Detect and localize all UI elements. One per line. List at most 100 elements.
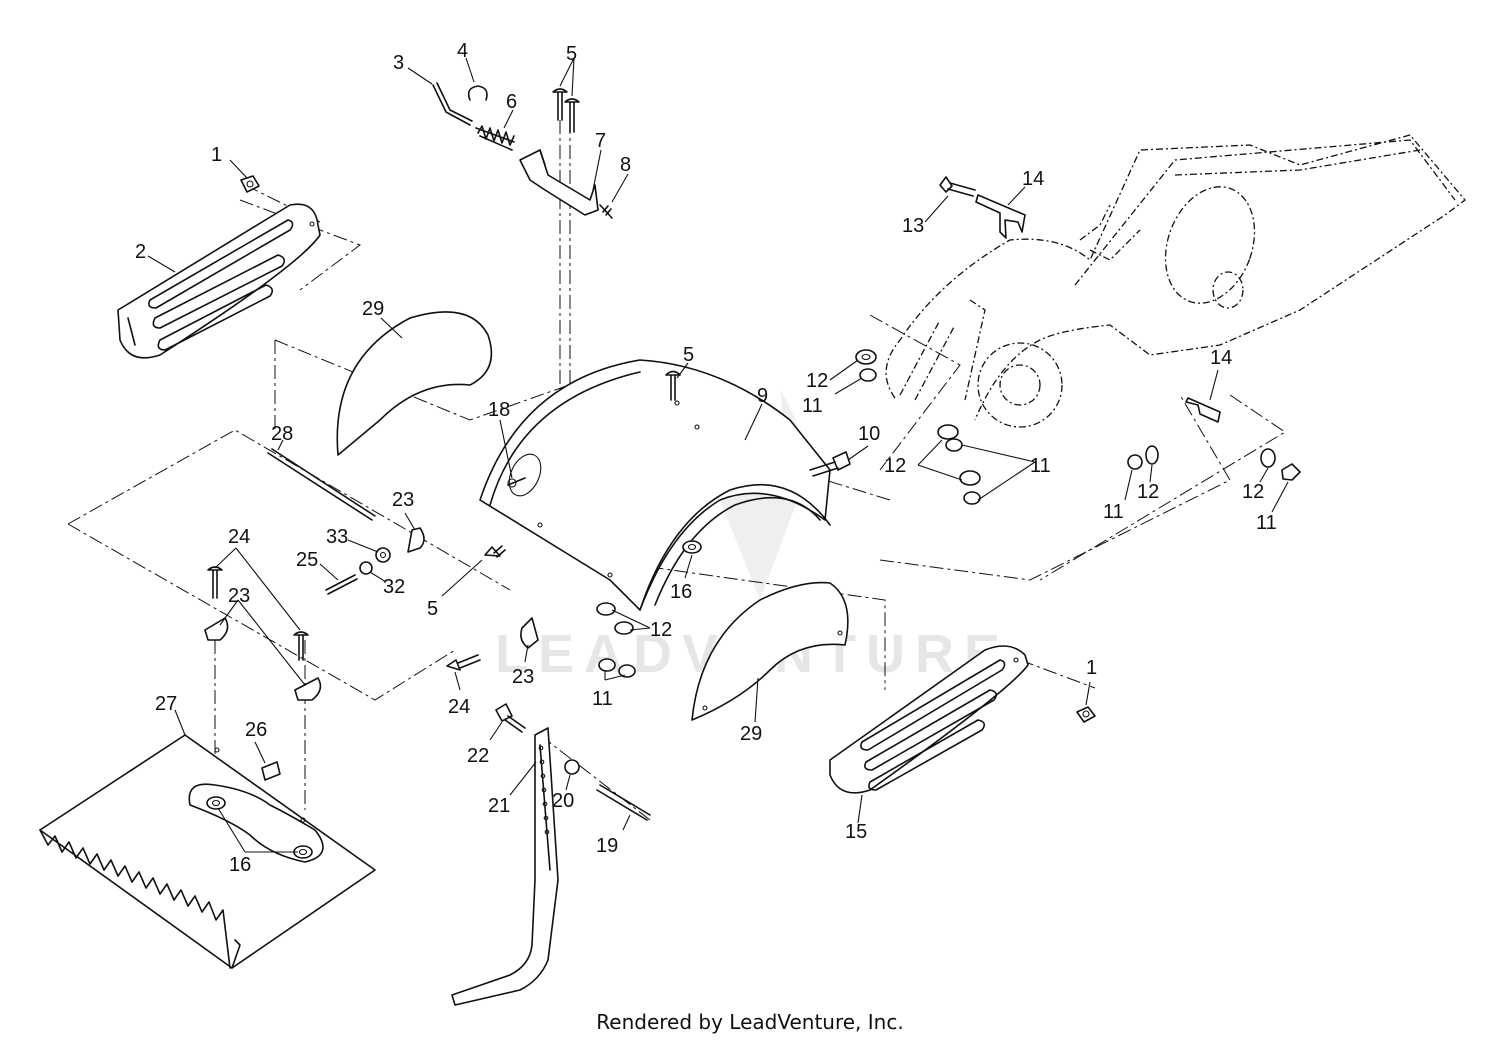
callout-8: 8 [620, 154, 631, 176]
nut-11-upper [859, 368, 877, 382]
rendered-by-footer: Rendered by LeadVenture, Inc. [596, 1010, 904, 1034]
callout-24: 24 [448, 696, 470, 718]
callout-12: 12 [806, 370, 828, 392]
callout-12: 12 [1137, 481, 1159, 503]
callout-20: 20 [552, 790, 574, 812]
callout-16: 16 [670, 581, 692, 603]
latch-spring [475, 125, 515, 151]
callout-14: 14 [1022, 168, 1044, 190]
callout-7: 7 [595, 130, 606, 152]
callouts: 1 1 2 3 4 5 5 5 6 7 8 9 10 11 11 11 11 1… [135, 40, 1277, 876]
callout-6: 6 [506, 91, 517, 113]
clamp-23-left-b [294, 677, 322, 701]
hex-nut-right [1076, 706, 1096, 723]
callout-24: 24 [228, 526, 250, 548]
nut-11-far-b [1281, 463, 1301, 481]
washer-12-far-b [1260, 448, 1276, 468]
bolt-13 [939, 176, 976, 197]
hood-latch-bolt [507, 477, 526, 488]
callout-10: 10 [858, 423, 880, 445]
clamp-23-left-a [204, 617, 229, 641]
callout-29: 29 [740, 723, 762, 745]
callout-5: 5 [566, 43, 577, 65]
callout-23: 23 [392, 489, 414, 511]
washer-12-mid-a [937, 424, 959, 440]
bushing-16-left-a [206, 796, 226, 810]
nut-20 [564, 759, 580, 775]
callout-14: 14 [1210, 347, 1232, 369]
callout-27: 27 [155, 693, 177, 715]
callout-2: 2 [135, 241, 146, 263]
washer-12-center-a [596, 602, 616, 616]
pin-25 [325, 574, 358, 595]
callout-21: 21 [488, 795, 510, 817]
left-side-shield [336, 311, 493, 456]
label-26 [261, 761, 281, 781]
callout-16: 16 [229, 854, 251, 876]
bracket-14-upper [975, 194, 1026, 239]
screw-small [599, 204, 613, 219]
depth-rod [267, 448, 376, 521]
right-footrest-plate [829, 645, 1029, 794]
callout-11: 11 [1103, 501, 1124, 523]
callout-1: 1 [1086, 657, 1097, 679]
callout-11: 11 [1030, 455, 1051, 477]
carriage-bolt-top-2 [564, 98, 580, 133]
tine-hood [479, 359, 831, 611]
callout-29: 29 [362, 298, 384, 320]
pin-19 [596, 784, 651, 821]
washer-12-center-b [614, 621, 634, 635]
nut-11-mid-a [945, 438, 963, 452]
callout-12: 12 [884, 455, 906, 477]
callout-13: 13 [902, 215, 924, 237]
washer-12-far-a [1145, 445, 1159, 465]
callout-4: 4 [457, 40, 468, 62]
callout-11: 11 [1256, 512, 1277, 534]
hex-bolt-10 [809, 451, 851, 477]
callout-3: 3 [393, 52, 404, 74]
callout-25: 25 [296, 549, 318, 571]
nut-32 [359, 561, 373, 575]
callout-1: 1 [211, 144, 222, 166]
callout-11: 11 [802, 395, 823, 417]
callout-19: 19 [596, 835, 618, 857]
tiller-transmission-phantom [885, 134, 1466, 428]
left-footrest-plate [117, 203, 321, 359]
nut-11-center-a [598, 658, 616, 672]
nut-11-mid-b [963, 491, 981, 505]
washer-12-upper [855, 349, 877, 365]
carriage-bolt-24-b [293, 631, 309, 661]
callout-33: 33 [326, 526, 348, 548]
callout-32: 32 [383, 576, 405, 598]
callout-11: 11 [592, 688, 613, 710]
callout-15: 15 [845, 821, 867, 843]
latch-rod [432, 82, 473, 126]
callout-23: 23 [228, 585, 250, 607]
washer-12-mid-b [959, 470, 981, 486]
callout-26: 26 [245, 719, 267, 741]
callout-18: 18 [488, 399, 510, 421]
callout-5: 5 [427, 598, 438, 620]
bracket-14-lower [1185, 397, 1221, 423]
callout-12: 12 [1242, 481, 1264, 503]
clamp-23-upper [407, 527, 425, 553]
carriage-bolt-top-1 [552, 88, 568, 121]
callout-23: 23 [512, 666, 534, 688]
hex-nut-left [240, 175, 260, 193]
nut-11-center-b [618, 664, 636, 678]
drag-bar [39, 734, 376, 969]
washer-33 [375, 547, 391, 563]
bushing-16-right [682, 540, 702, 554]
bolt-22 [495, 703, 526, 733]
carriage-bolt-24-a [207, 566, 223, 599]
callout-28: 28 [271, 423, 293, 445]
depth-bar [451, 727, 559, 1006]
callout-9: 9 [757, 385, 768, 407]
carriage-bolt-center [665, 370, 681, 401]
carriage-bolt-lower [484, 545, 506, 558]
nut-11-far-a [1127, 454, 1143, 470]
callout-22: 22 [467, 745, 489, 767]
callout-5: 5 [683, 344, 694, 366]
clamp-23-center [520, 617, 539, 649]
